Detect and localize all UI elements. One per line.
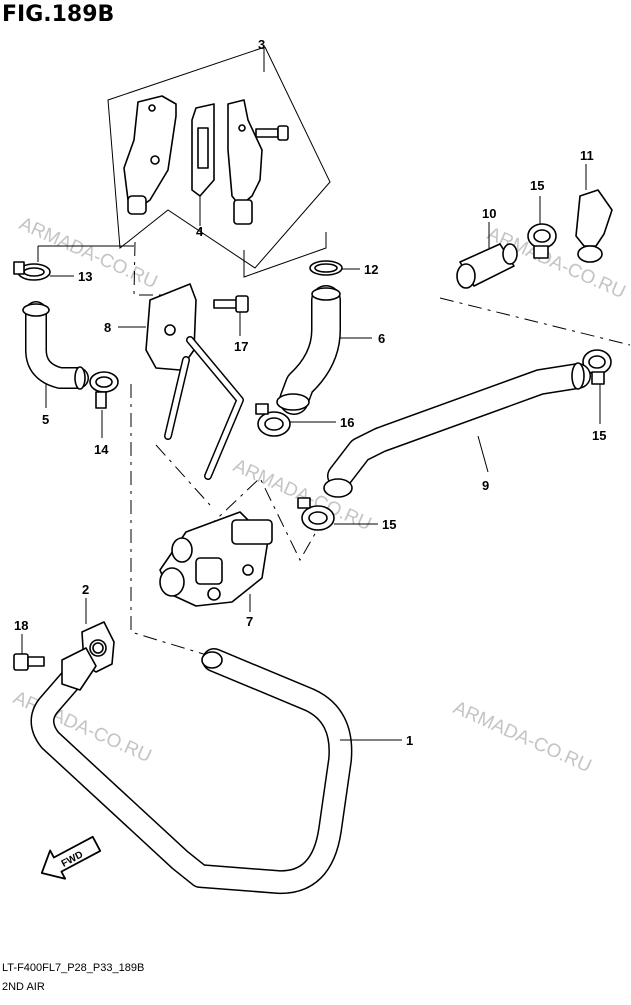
assembly-frame: [107, 46, 331, 269]
reed-valve-case: [123, 95, 177, 215]
callout-8: 8: [104, 320, 111, 335]
elbow-hose-5: [22, 301, 89, 390]
fitting-10: [456, 243, 518, 289]
callout-11: 11: [580, 148, 594, 163]
callout-6: 6: [378, 331, 385, 346]
reed-valve-gasket: [191, 103, 215, 197]
callout-12: 12: [364, 262, 378, 277]
callout-16: 16: [340, 415, 354, 430]
pipe-1: [30, 647, 353, 895]
hose-clamp-14: [89, 371, 119, 409]
callout-2: 2: [82, 582, 89, 597]
connection-line: [155, 444, 211, 506]
reed-valve-cover: [227, 99, 263, 225]
section-name: 2ND AIR: [2, 981, 45, 993]
callout-15: 15: [530, 178, 544, 193]
callout-5: 5: [42, 412, 49, 427]
bracket-8: [145, 283, 244, 480]
hose-6: [276, 285, 341, 415]
hose-clamp-15b: [582, 349, 612, 385]
callout-18: 18: [14, 618, 28, 633]
leader-line: [243, 232, 327, 278]
callout-4: 4: [196, 224, 204, 239]
hose-clamp-15c: [297, 497, 335, 531]
connection-line: [204, 477, 321, 562]
watermark: ARMADA-CO.RU: [450, 697, 595, 777]
bolt-18: [13, 653, 45, 671]
hose-9: [323, 362, 591, 498]
callout-10: 10: [482, 206, 496, 221]
connection-line: [439, 297, 631, 346]
hose-clamp-15a: [527, 223, 557, 259]
callout-9: 9: [482, 478, 489, 493]
callout-15: 15: [382, 517, 396, 532]
reed-valve-bolt: [255, 125, 289, 141]
bolt-17: [213, 295, 249, 313]
hose-clamp-13: [13, 261, 51, 281]
callout-15: 15: [592, 428, 606, 443]
callout-17: 17: [234, 339, 248, 354]
air-valve-7: [159, 511, 273, 607]
figure-title: FIG.189B: [2, 2, 115, 27]
drawing-code: LT-F400FL7_P28_P33_189B: [2, 962, 145, 974]
leader-line: [477, 435, 489, 473]
callout-13: 13: [78, 269, 92, 284]
hose-clamp-16: [255, 403, 291, 437]
callout-7: 7: [246, 614, 253, 629]
callout-3: 3: [258, 37, 265, 52]
callout-14: 14: [94, 442, 109, 457]
cap-11: [575, 189, 613, 263]
connection-line: [130, 384, 211, 657]
callout-1: 1: [406, 733, 413, 748]
hose-clamp-12: [309, 260, 343, 276]
fwd-arrow: FWD: [40, 835, 102, 880]
